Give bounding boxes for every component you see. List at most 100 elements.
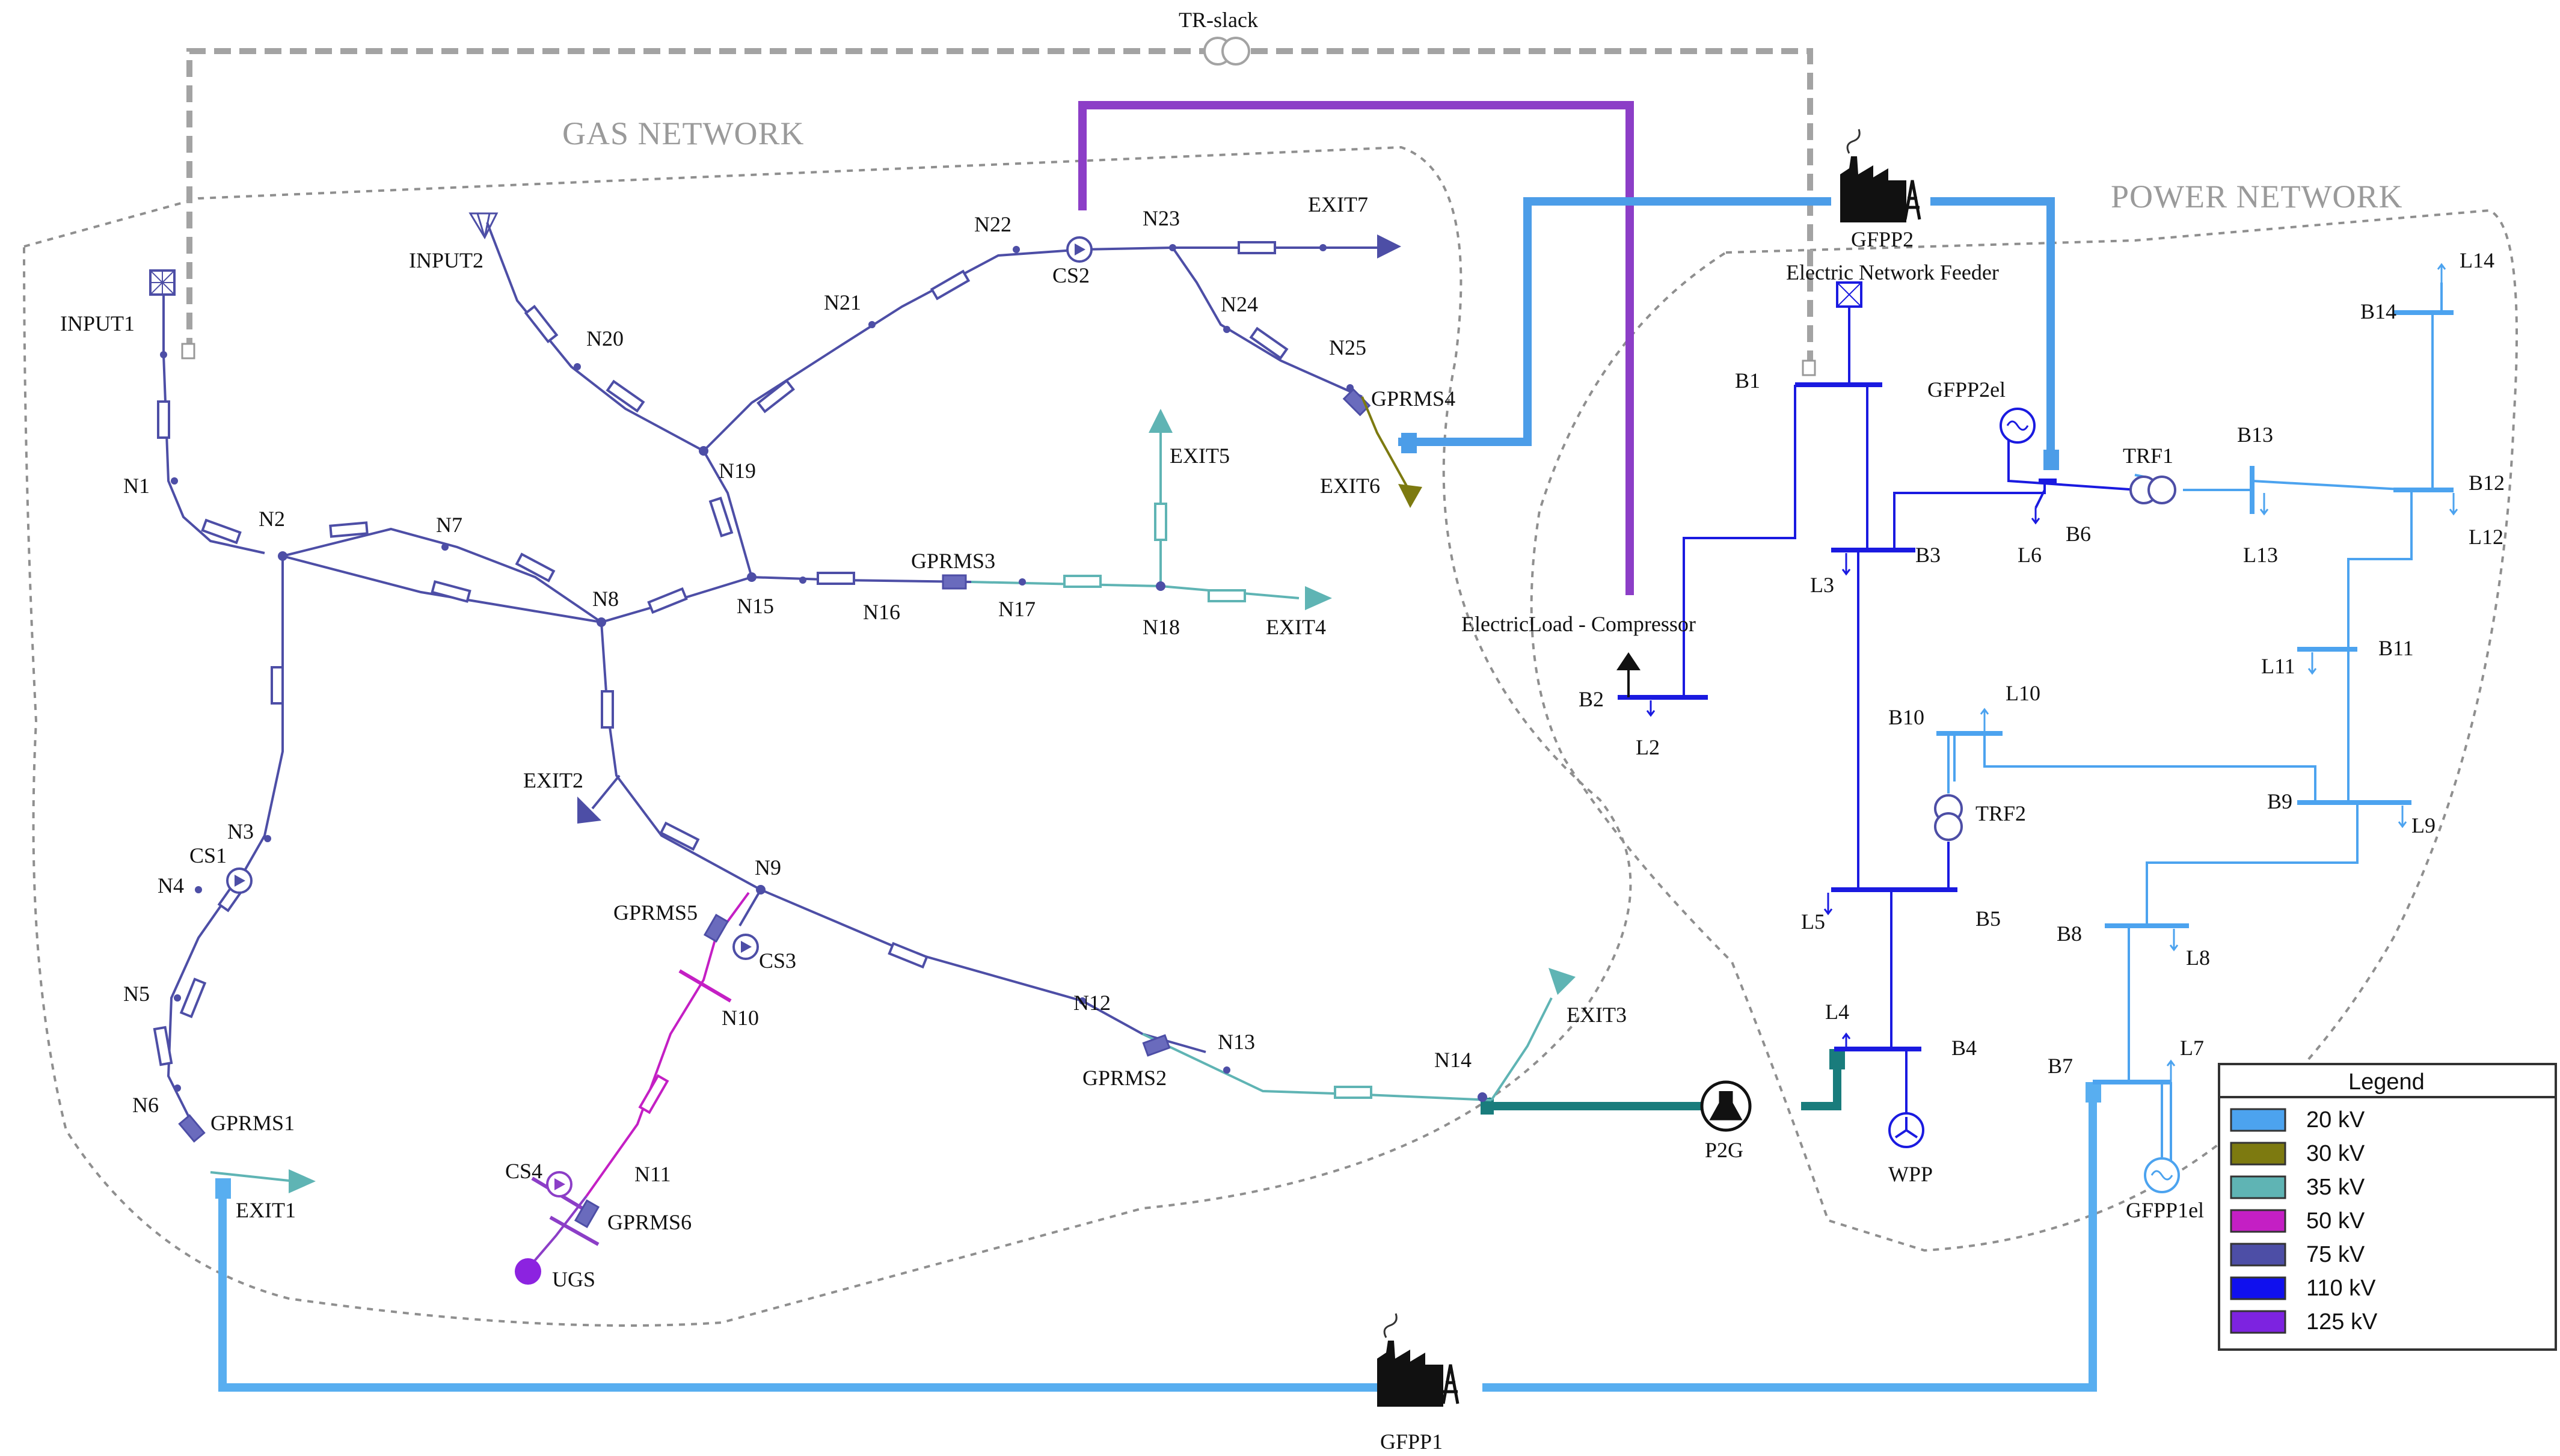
legend-swatch (2230, 1243, 2286, 1267)
cs2-compressor-icon[interactable] (1066, 236, 1093, 263)
label-b2: B2 (1579, 687, 1604, 711)
label-n11: N11 (634, 1162, 671, 1186)
compressor-electric-link (1078, 101, 1634, 595)
label-l13: L13 (2243, 543, 2278, 567)
electric-feeder-icon[interactable] (1836, 281, 1862, 308)
teal-pipe-symbols (1063, 503, 1372, 1099)
tr-slack-transformer[interactable] (1203, 37, 1250, 66)
label-cs1: CS1 (189, 843, 227, 867)
label-n22: N22 (974, 212, 1011, 236)
exit7-arrow-icon (1377, 234, 1401, 258)
power-labels: Electric Network Feeder B1 B2 L2 B3 L3 B… (1579, 248, 2505, 1222)
label-n9: N9 (755, 855, 781, 879)
gfpp2-power-link (1930, 197, 2055, 457)
label-l8: L8 (2186, 946, 2210, 970)
legend-title: Legend (2348, 1069, 2425, 1095)
label-b12: B12 (2469, 471, 2505, 495)
cs1-compressor-icon[interactable] (226, 867, 253, 894)
label-n17: N17 (998, 597, 1036, 621)
label-b5: B5 (1975, 907, 2001, 931)
label-n4: N4 (158, 873, 184, 898)
legend-label: 20 kV (2306, 1107, 2365, 1133)
legend-swatch (2230, 1175, 2286, 1199)
tr-slack-link (186, 48, 1813, 367)
label-b10: B10 (1888, 705, 1924, 729)
legend-swatch (2230, 1209, 2286, 1233)
legend-label: 110 kV (2306, 1276, 2376, 1301)
label-l3: L3 (1810, 573, 1834, 597)
wpp-wind-icon[interactable] (1888, 1112, 1924, 1148)
label-l5: L5 (1801, 910, 1825, 934)
label-n18: N18 (1143, 615, 1180, 639)
label-n2: N2 (259, 507, 285, 531)
label-gprms1: GPRMS1 (210, 1111, 295, 1135)
ugs-storage-icon[interactable] (515, 1258, 541, 1285)
label-gfpp1el: GFPP1el (2126, 1198, 2204, 1222)
exit2-arrow-icon (577, 797, 601, 824)
legend-swatch (2230, 1108, 2286, 1132)
gas-network-title: GAS NETWORK (562, 115, 804, 151)
label-b3: B3 (1915, 543, 1941, 567)
exit-arrows (289, 234, 1576, 1193)
label-exit3: EXIT3 (1567, 1003, 1627, 1027)
label-gprms5: GPRMS5 (613, 901, 698, 925)
exit3-arrow-icon (1549, 968, 1576, 995)
power-network-title: POWER NETWORK (2111, 179, 2402, 215)
label-l7: L7 (2180, 1036, 2204, 1060)
load-arrows (1646, 263, 2458, 1082)
label-l14: L14 (2460, 248, 2494, 272)
label-wpp: WPP (1888, 1162, 1933, 1186)
gfpp2el-generator-icon[interactable] (2000, 408, 2036, 444)
label-n16: N16 (863, 600, 900, 624)
cs3-compressor-icon[interactable] (732, 934, 759, 960)
trf1-transformer-icon[interactable] (2129, 476, 2176, 504)
power-lines-b6 (2007, 433, 2138, 509)
label-feeder: Electric Network Feeder (1786, 260, 1999, 284)
label-b6: B6 (2066, 522, 2091, 546)
label-l4: L4 (1825, 1000, 1849, 1024)
legend-label: 35 kV (2306, 1175, 2365, 1200)
legend-swatch (2230, 1276, 2286, 1300)
label-n23: N23 (1143, 206, 1180, 230)
gfpp1-gas-link (218, 1187, 1377, 1392)
label-cs4: CS4 (505, 1159, 542, 1183)
label-electric-load: ElectricLoad - Compressor (1461, 612, 1696, 636)
gas-pipe-symbols (153, 241, 1289, 1066)
label-l9: L9 (2411, 813, 2436, 837)
label-n6: N6 (132, 1093, 159, 1117)
label-trf1: TRF1 (2123, 444, 2173, 468)
label-n15: N15 (737, 594, 774, 618)
label-exit2: EXIT2 (523, 768, 583, 792)
gfpp2-plant-icon[interactable] (1840, 129, 1921, 222)
gfpp1el-generator-icon[interactable] (2144, 1157, 2180, 1193)
legend-label: 75 kV (2306, 1242, 2365, 1267)
label-gprms2: GPRMS2 (1082, 1066, 1167, 1090)
label-b4: B4 (1951, 1036, 1977, 1060)
label-cs3: CS3 (759, 949, 796, 973)
label-b1: B1 (1735, 369, 1760, 393)
label-n7: N7 (436, 513, 462, 537)
label-input1: INPUT1 (60, 311, 135, 335)
label-n10: N10 (722, 1006, 759, 1030)
gas-node-markers (160, 244, 1487, 1102)
label-n25: N25 (1329, 335, 1366, 359)
label-b13: B13 (2237, 423, 2273, 447)
exit1-arrow-icon (289, 1169, 316, 1193)
label-input2: INPUT2 (409, 248, 483, 272)
gprms-regulators (178, 388, 1371, 1229)
label-l6: L6 (2018, 543, 2042, 567)
label-b7: B7 (2048, 1054, 2073, 1078)
trf2-transformer-icon[interactable] (1934, 794, 1963, 841)
input2-source-icon[interactable] (468, 212, 499, 240)
input1-source-icon[interactable] (149, 269, 176, 296)
label-b8: B8 (2057, 922, 2082, 946)
electric-load-icon[interactable] (1616, 652, 1641, 697)
gfpp1-plant-icon[interactable] (1377, 1313, 1460, 1407)
gas-labels: INPUT1 INPUT2 N1 N2 N3 N4 N5 N6 N7 N8 N9… (60, 192, 1627, 1291)
p2g-unit-icon[interactable] (1700, 1080, 1752, 1132)
cs4-compressor-icon[interactable] (546, 1171, 572, 1198)
label-exit5: EXIT5 (1170, 444, 1230, 468)
exit4-arrow-icon (1305, 586, 1332, 610)
